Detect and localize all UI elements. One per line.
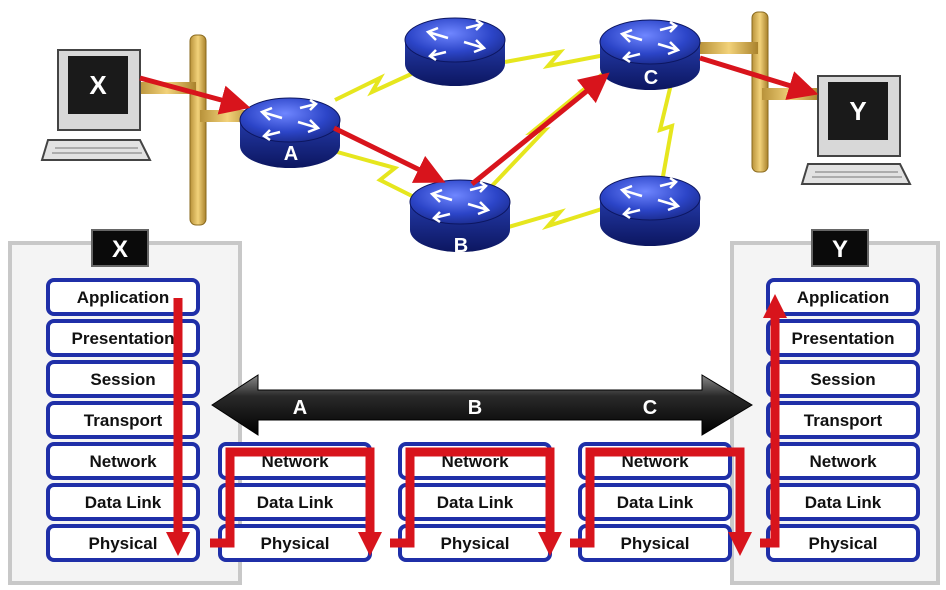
arrowhead-icon bbox=[538, 532, 562, 556]
screen bbox=[68, 56, 128, 114]
data-path-top bbox=[139, 55, 819, 186]
stack-y-layer-presentation: Presentation bbox=[792, 329, 895, 348]
stack-y-layer-box bbox=[766, 319, 920, 357]
stack-x-title: X bbox=[112, 236, 128, 263]
stack-x-layer-transport: Transport bbox=[84, 411, 163, 430]
stack-x-layer-box bbox=[46, 483, 200, 521]
wan-link-a-b bbox=[329, 148, 421, 202]
stack-y-layer-transport: Transport bbox=[804, 411, 883, 430]
arrowhead-icon bbox=[166, 532, 190, 556]
stack-header-x: X bbox=[91, 229, 149, 267]
stack-y-layer-data-link: Data Link bbox=[805, 493, 882, 512]
stack-router-b-layer-data-link: Data Link bbox=[437, 493, 514, 512]
router-arrows-icon bbox=[619, 176, 681, 220]
stack-router-a-layer-physical: Physical bbox=[261, 534, 330, 553]
stack-router-b-layer-network: Network bbox=[441, 452, 509, 471]
router-arrows-icon bbox=[429, 180, 491, 224]
router-a-label: A bbox=[284, 143, 298, 165]
stack-y-layer-box bbox=[766, 360, 920, 398]
stack-y-layer-session: Session bbox=[810, 370, 875, 389]
stack-x-layer-box bbox=[46, 401, 200, 439]
stack-y-layer-box bbox=[766, 483, 920, 521]
path-through-router-b bbox=[390, 447, 555, 548]
stack-router-a-layer-data-link: Data Link bbox=[257, 493, 334, 512]
stack-x-layer-box bbox=[46, 319, 200, 357]
router-b-label: B bbox=[454, 235, 468, 257]
host-y: Y bbox=[800, 75, 912, 185]
host-x-label: X bbox=[89, 70, 107, 100]
router-a: A bbox=[239, 97, 341, 168]
path-up-y bbox=[760, 312, 780, 548]
stack-header-y: Y bbox=[811, 229, 869, 267]
stack-y-layer-application: Application bbox=[797, 288, 890, 307]
stack-router-c-layer-network: Network bbox=[621, 452, 689, 471]
host-x: X bbox=[40, 49, 152, 161]
path-label-a: A bbox=[293, 397, 307, 419]
stack-x-layer-data-link: Data Link bbox=[85, 493, 162, 512]
stack-router-b-layer-physical: Physical bbox=[441, 534, 510, 553]
stack-x-layer-session: Session bbox=[90, 370, 155, 389]
arrow-x-to-a bbox=[139, 75, 251, 115]
stack-router-c-layer-data-link: Data Link bbox=[617, 493, 694, 512]
wan-link-r1-c bbox=[504, 49, 606, 70]
path-through-router-c bbox=[570, 447, 745, 548]
stack-router-a-layer-network: Network bbox=[261, 452, 329, 471]
stack-y-layer-network: Network bbox=[809, 452, 877, 471]
router-c: C bbox=[599, 19, 701, 90]
path-through-router-a bbox=[210, 447, 375, 548]
router-b: B bbox=[409, 179, 511, 257]
stack-x-layer-box bbox=[46, 524, 200, 562]
arrow-a-to-b bbox=[332, 125, 446, 183]
stack-x-layer-box bbox=[46, 360, 200, 398]
router-arrows-icon bbox=[619, 20, 681, 64]
arrow-c-to-y bbox=[699, 55, 819, 100]
path-label-b: B bbox=[468, 397, 482, 419]
arrowhead-icon bbox=[763, 294, 787, 318]
stack-router-c-layer-box bbox=[578, 483, 732, 521]
stack-x-layer-box bbox=[46, 442, 200, 480]
wan-link-b-r2 bbox=[504, 206, 606, 231]
path-label-c: C bbox=[643, 397, 657, 419]
wan-link-a-r1 bbox=[334, 68, 421, 102]
router-arrows-icon bbox=[425, 18, 487, 62]
stack-x-layer-application: Application bbox=[77, 288, 170, 307]
arrowhead-icon bbox=[728, 532, 752, 556]
wan-link-c-r2 bbox=[657, 79, 675, 183]
lan-segments bbox=[138, 11, 820, 226]
data-path-heads bbox=[166, 294, 787, 556]
stack-y-layer-box bbox=[766, 401, 920, 439]
router-top bbox=[404, 17, 506, 86]
stack-y-title: Y bbox=[832, 236, 848, 263]
stack-router-c-layer-physical: Physical bbox=[621, 534, 690, 553]
router-bottom-right bbox=[599, 175, 701, 246]
keyboard-icon bbox=[40, 139, 152, 161]
arrowhead-icon bbox=[358, 532, 382, 556]
router-arrows-icon bbox=[259, 98, 321, 142]
path-arrow: A B C bbox=[211, 374, 753, 436]
data-path-bottom bbox=[173, 298, 780, 548]
lan-bar-x bbox=[189, 34, 207, 226]
stack-x-layer-presentation: Presentation bbox=[72, 329, 175, 348]
router-c-label: C bbox=[644, 67, 658, 89]
arrow-b-to-c bbox=[470, 72, 610, 186]
lan-stub-c bbox=[700, 42, 758, 54]
stack-y: ApplicationPresentationSessionTransportN… bbox=[766, 278, 920, 562]
lan-stub-y bbox=[762, 88, 820, 100]
screen bbox=[828, 82, 888, 140]
stack-x: ApplicationPresentationSessionTransportN… bbox=[46, 278, 200, 562]
stack-x-layer-box bbox=[46, 278, 200, 316]
stack-x-layer-network: Network bbox=[89, 452, 157, 471]
stack-y-layer-physical: Physical bbox=[809, 534, 878, 553]
keyboard-icon bbox=[800, 163, 912, 185]
stack-y-layer-box bbox=[766, 278, 920, 316]
double-arrow-icon bbox=[211, 374, 753, 436]
host-y-label: Y bbox=[849, 96, 866, 126]
stack-x-layer-physical: Physical bbox=[89, 534, 158, 553]
stack-y-layer-box bbox=[766, 442, 920, 480]
